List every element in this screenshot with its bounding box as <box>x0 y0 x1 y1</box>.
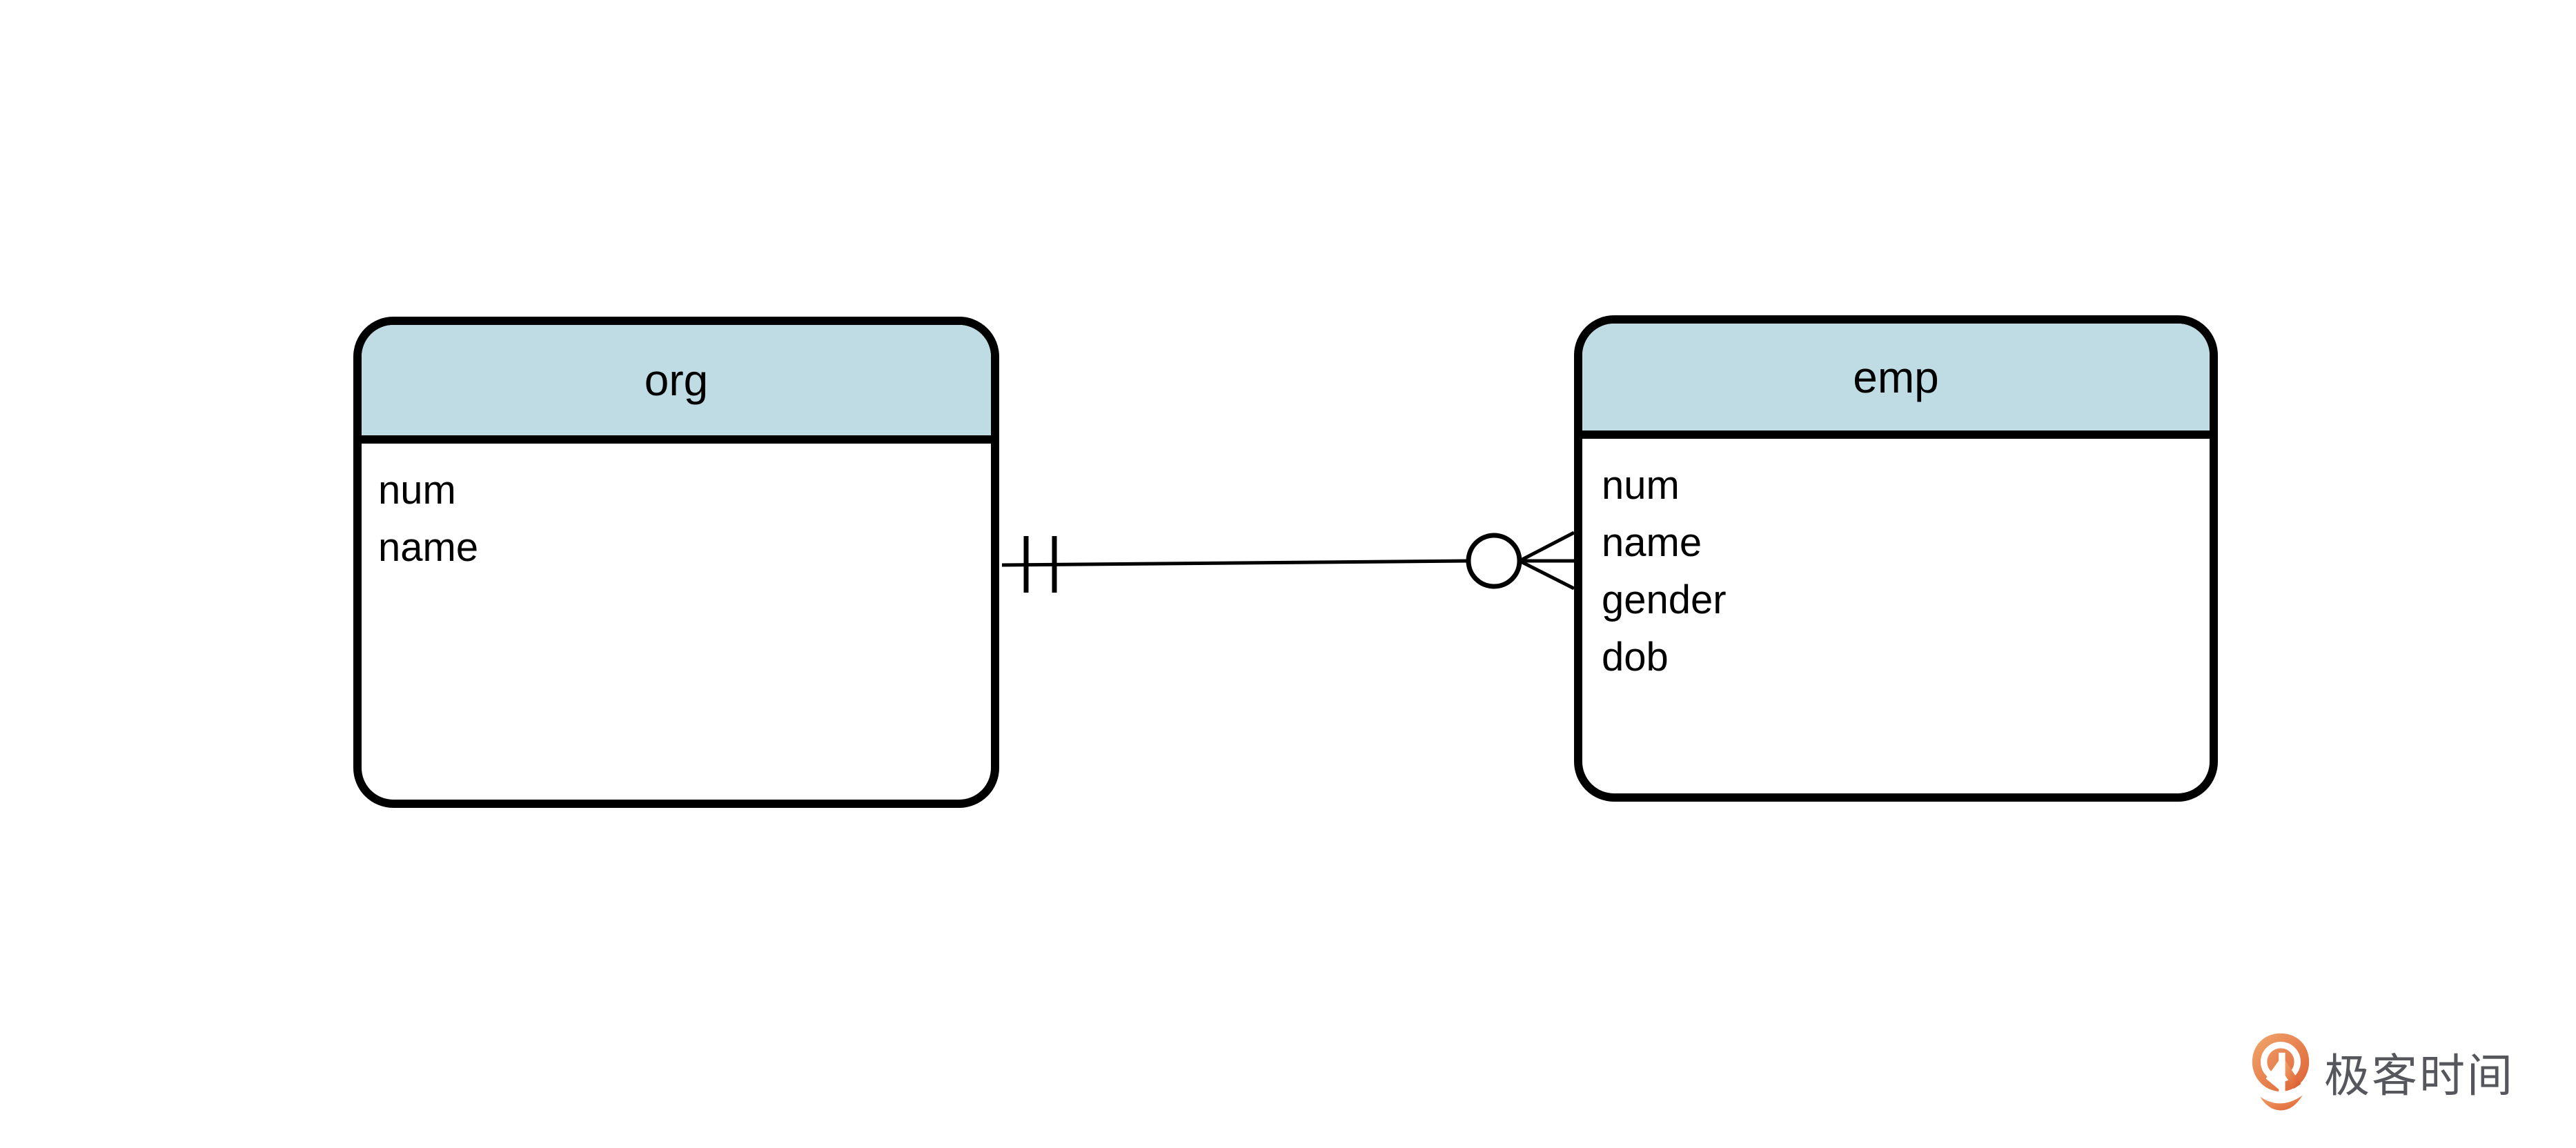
attribute-emp-gender: gender <box>1602 577 1727 622</box>
geektime-watermark: 极客时间 <box>2248 1032 2515 1112</box>
geektime-logo-icon <box>2252 1033 2310 1111</box>
entity-org: org num name <box>353 317 999 808</box>
cardinality-one-and-only-one-marker <box>1023 536 1057 593</box>
entity-emp-attribute-list: num name gender dob <box>1582 439 2210 686</box>
attribute-org-num: num <box>378 468 456 513</box>
entity-org-header: org <box>362 325 991 444</box>
entity-org-attribute-list: num name <box>362 444 991 576</box>
crows-foot-prong-icon <box>1518 559 1575 591</box>
entity-org-title: org <box>644 355 709 405</box>
entity-emp: emp num name gender dob <box>1574 315 2218 802</box>
entity-emp-header: emp <box>1582 324 2210 439</box>
relationship-org-emp <box>1001 531 1575 593</box>
attribute-org-name: name <box>378 525 479 570</box>
attribute-emp-name: name <box>1602 520 1702 565</box>
crows-foot-prong-icon <box>1518 531 1575 563</box>
entity-emp-title: emp <box>1853 352 1939 402</box>
attribute-emp-dob: dob <box>1602 635 1669 680</box>
geektime-logo-text: 极客时间 <box>2324 1050 2515 1101</box>
cardinality-zero-or-many-marker <box>1466 531 1575 591</box>
relationship-line <box>1001 559 1469 567</box>
attribute-emp-num: num <box>1602 463 1680 508</box>
zero-circle-icon <box>1466 533 1522 589</box>
